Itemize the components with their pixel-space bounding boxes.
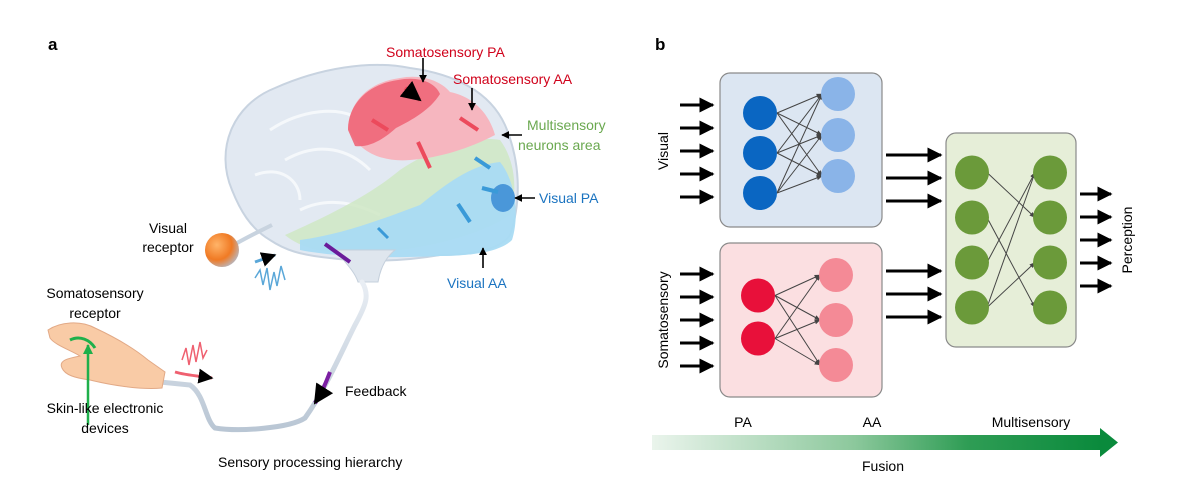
connection-edge [774,274,821,296]
multisensory-right-node [1033,200,1067,235]
somatosensory-pa-node [741,321,775,356]
somatosensory-block [719,242,883,398]
label-multisensory-line1: Multisensory [527,117,606,133]
somatosensory-pa-node [741,278,775,313]
multisensory-right-node [1033,290,1067,325]
multisensory-left-node [955,245,989,280]
connection-edge [776,134,823,194]
label-visual-pa: Visual PA [539,190,599,206]
stage-label-aa: AA [863,414,882,430]
connection-edge [776,93,823,154]
label-multisensory-line2: neurons area [518,137,601,153]
label-skin-device-line2: devices [81,420,128,436]
stage-label-multisensory: Multisensory [992,414,1071,430]
label-skin-device-line1: Skin-like electronic [47,400,164,416]
brain-illustration [224,63,519,283]
multisensory-right-node [1033,245,1067,280]
connection-edge [774,295,821,366]
visual-pa-node [743,176,777,210]
internal-arrows [323,80,499,264]
connection-edge [986,172,1036,218]
visual-pa-node [743,96,777,130]
multisensory-right-node [1033,155,1067,190]
label-visual-receptor-line1: Visual [149,220,187,236]
label-visual-receptor-line2: receptor [142,239,194,255]
fusion-arrow [652,428,1118,457]
label-feedback: Feedback [345,383,407,399]
visual-signal-icon [254,252,286,291]
multisensory-left-node [955,290,989,325]
panel-b: b Visual Somatosensory Perception PA AA … [652,35,1135,474]
somatosensory-aa-node [819,348,853,382]
panel-b-letter: b [655,35,665,54]
somatosensory-signal-icon [174,341,214,384]
connection-edge [776,175,823,194]
somatosensory-aa-node [819,258,853,292]
label-visual-aa: Visual AA [447,275,507,291]
visual-pa-region [491,184,515,212]
brain-gyri [254,109,381,217]
connection-edge [986,171,1036,308]
label-somatosensory-receptor-line2: receptor [69,305,121,321]
connection-edge [774,338,821,366]
feedback-arrow-icon [313,371,334,405]
multisensory-left-node [955,200,989,235]
visual-area [300,162,516,258]
hand-illustration [47,322,166,389]
stage-label-pa: PA [734,414,752,430]
panel-a-letter: a [48,35,58,54]
multisensory-left-node [955,155,989,190]
panel-a: a [46,35,605,470]
label-visual-input: Visual [655,132,671,170]
label-somatosensory-receptor-line1: Somatosensory [46,285,143,301]
connection-edge [986,262,1036,308]
connection-edge [776,93,823,194]
visual-aa-node [821,77,855,111]
label-somatosensory-input: Somatosensory [655,271,671,368]
somatosensory-aa-node [819,303,853,337]
connection-edge [774,319,821,339]
fusion-arrow-shaft [652,435,1102,450]
visual-aa-node [821,159,855,193]
connection-edge [774,295,821,321]
fusion-label: Fusion [862,458,904,474]
label-somatosensory-pa: Somatosensory PA [386,44,505,60]
connection-edge [774,274,821,339]
connection-edge [776,93,823,114]
network-graph [680,77,1113,382]
skin-device-strip [69,336,97,349]
visual-pa-node [743,136,777,170]
visual-aa-node [821,118,855,152]
panel-a-caption: Sensory processing hierarchy [218,454,402,470]
nerve-fiber [157,279,369,432]
connection-edge [986,217,1036,309]
label-somatosensory-aa: Somatosensory AA [453,71,573,87]
eye-icon [205,233,239,267]
label-pointer-arrows [419,58,535,268]
label-perception-output: Perception [1119,207,1135,274]
fusion-arrow-head [1100,428,1118,457]
connection-edge [986,171,1036,263]
brainstem [333,249,397,283]
